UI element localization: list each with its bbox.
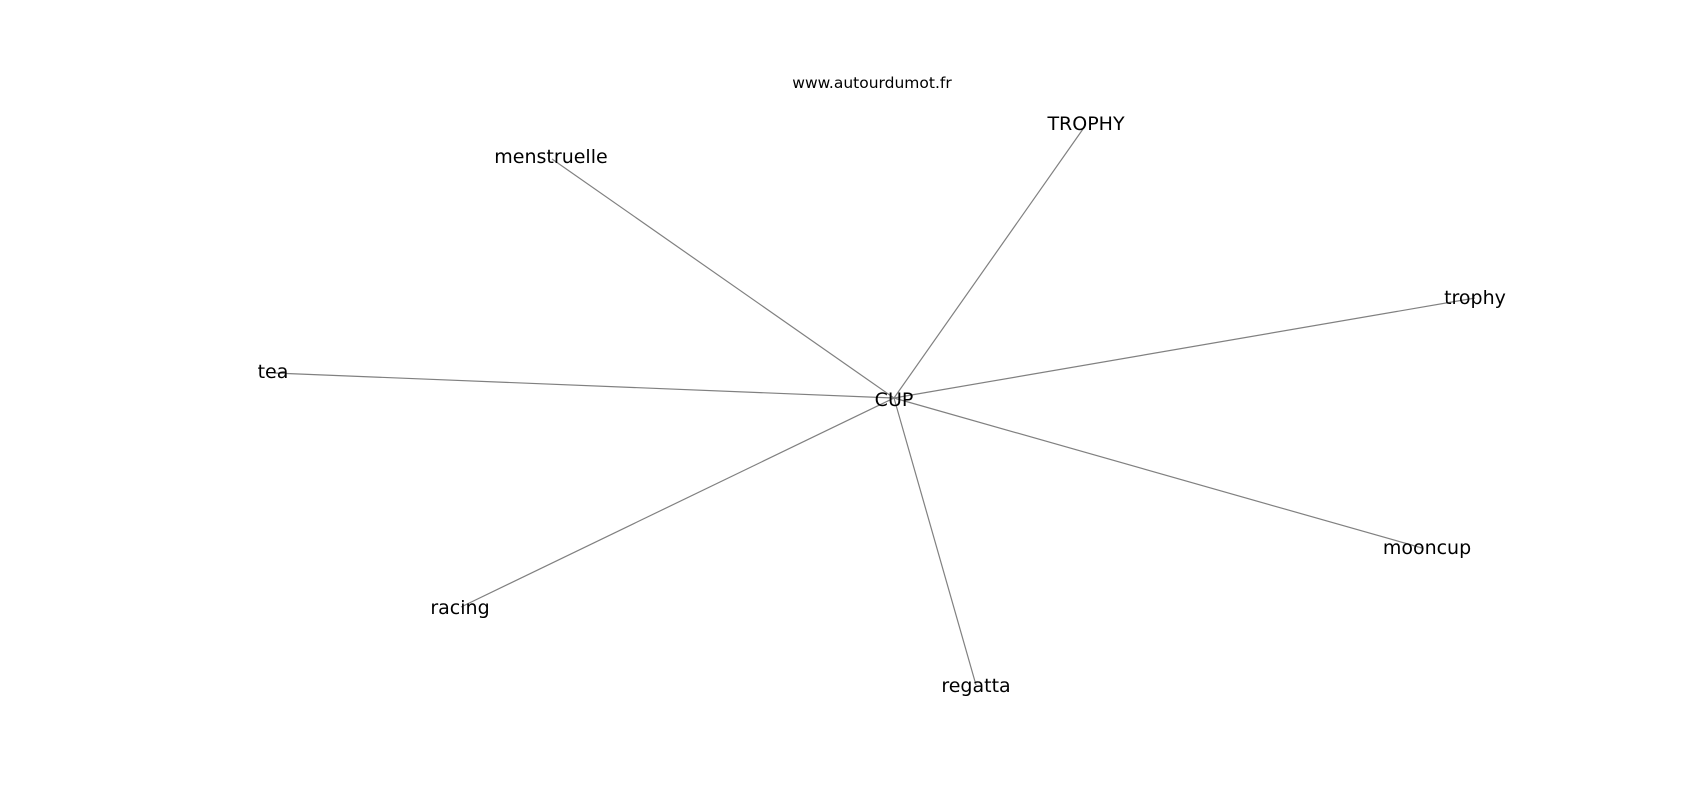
edge-cup-mooncup bbox=[893, 397, 1423, 549]
edge-cup-tea bbox=[273, 372, 895, 399]
node-regatta[interactable]: regatta bbox=[941, 675, 1010, 697]
node-mooncup[interactable]: mooncup bbox=[1383, 537, 1471, 559]
node-trophy[interactable]: trophy bbox=[1444, 287, 1506, 309]
edge-cup-trophy bbox=[893, 297, 1476, 399]
edge-cup-trophy-upper bbox=[893, 128, 1084, 399]
node-cup[interactable]: CUP bbox=[875, 389, 914, 411]
watermark-text: www.autourdumot.fr bbox=[792, 74, 952, 92]
edge-cup-racing bbox=[460, 397, 895, 608]
edges-group bbox=[273, 128, 1476, 686]
node-trophy-upper[interactable]: TROPHY bbox=[1046, 113, 1125, 135]
node-menstruelle[interactable]: menstruelle bbox=[494, 146, 607, 168]
labels-group: www.autourdumot.fr CUP TROPHY menstruell… bbox=[258, 74, 1506, 697]
node-racing[interactable]: racing bbox=[430, 597, 489, 619]
edge-cup-regatta bbox=[893, 397, 977, 686]
node-tea[interactable]: tea bbox=[258, 361, 289, 383]
edge-cup-menstruelle bbox=[551, 158, 895, 399]
